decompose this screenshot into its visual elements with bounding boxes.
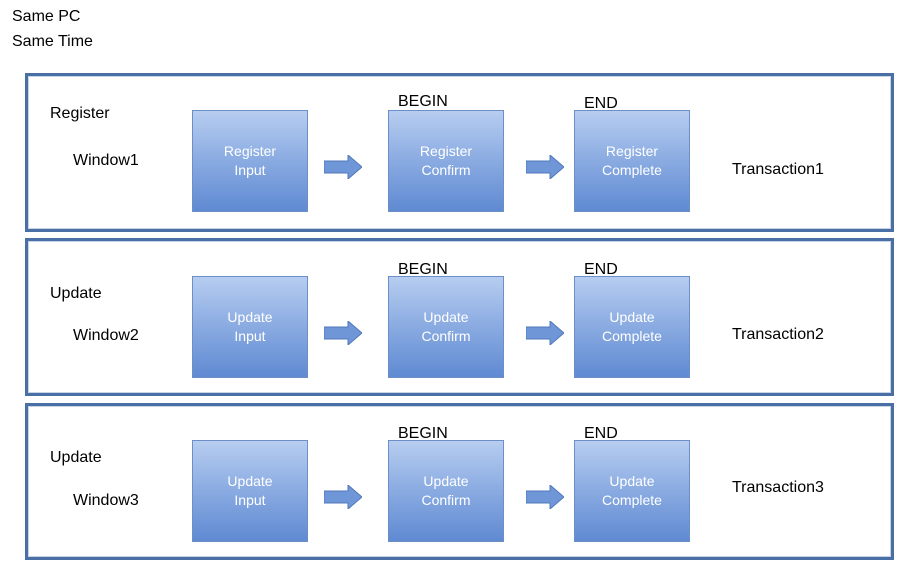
transaction-panel-2: Update Window2 BEGIN END Update Input Up… (25, 238, 894, 396)
step-box-confirm: Update Confirm (388, 440, 504, 542)
step-box-confirm: Update Confirm (388, 276, 504, 378)
right-arrow-icon (526, 485, 564, 509)
window-label: Window3 (73, 492, 139, 509)
step-text-line2: Input (234, 492, 266, 508)
step-text-line1: Update (227, 473, 273, 489)
transaction-label: Transaction2 (732, 326, 824, 343)
step-text-line1: Register (223, 143, 277, 159)
right-arrow-icon (324, 155, 362, 179)
step-text-line1: Update (227, 309, 273, 325)
header-same-time: Same Time (12, 33, 93, 50)
end-marker: END (584, 425, 618, 442)
step-box-complete: Update Complete (574, 440, 690, 542)
begin-marker: BEGIN (398, 93, 448, 110)
step-text-line1: Update (423, 473, 469, 489)
step-text-line1: Update (609, 473, 655, 489)
step-box-input: Update Input (192, 440, 308, 542)
right-arrow-icon (324, 485, 362, 509)
step-text-line2: Input (234, 328, 266, 344)
operation-label: Update (50, 285, 102, 302)
header-same-pc: Same PC (12, 8, 81, 25)
step-text-line2: Confirm (421, 328, 471, 344)
step-text-line2: Confirm (421, 492, 471, 508)
begin-marker: BEGIN (398, 261, 448, 278)
window-label: Window1 (73, 152, 139, 169)
step-text-line2: Complete (602, 328, 662, 344)
right-arrow-icon (526, 321, 564, 345)
step-box-input: Update Input (192, 276, 308, 378)
step-text-line1: Register (419, 143, 473, 159)
step-box-complete: Register Complete (574, 110, 690, 212)
window-label: Window2 (73, 327, 139, 344)
step-box-input: Register Input (192, 110, 308, 212)
step-text-line2: Complete (602, 492, 662, 508)
transaction-panel-3: Update Window3 BEGIN END Update Input Up… (25, 403, 894, 560)
step-text-line2: Input (234, 162, 266, 178)
right-arrow-icon (324, 321, 362, 345)
transaction-label: Transaction3 (732, 479, 824, 496)
transaction-panel-1: Register Window1 BEGIN END Register Inpu… (25, 73, 894, 232)
step-text-line1: Register (605, 143, 659, 159)
end-marker: END (584, 261, 618, 278)
step-text-line2: Confirm (421, 162, 471, 178)
operation-label: Update (50, 449, 102, 466)
step-box-confirm: Register Confirm (388, 110, 504, 212)
transaction-label: Transaction1 (732, 161, 824, 178)
step-text-line1: Update (609, 309, 655, 325)
step-box-complete: Update Complete (574, 276, 690, 378)
step-text-line2: Complete (602, 162, 662, 178)
end-marker: END (584, 95, 618, 112)
operation-label: Register (50, 105, 110, 122)
begin-marker: BEGIN (398, 425, 448, 442)
step-text-line1: Update (423, 309, 469, 325)
right-arrow-icon (526, 155, 564, 179)
